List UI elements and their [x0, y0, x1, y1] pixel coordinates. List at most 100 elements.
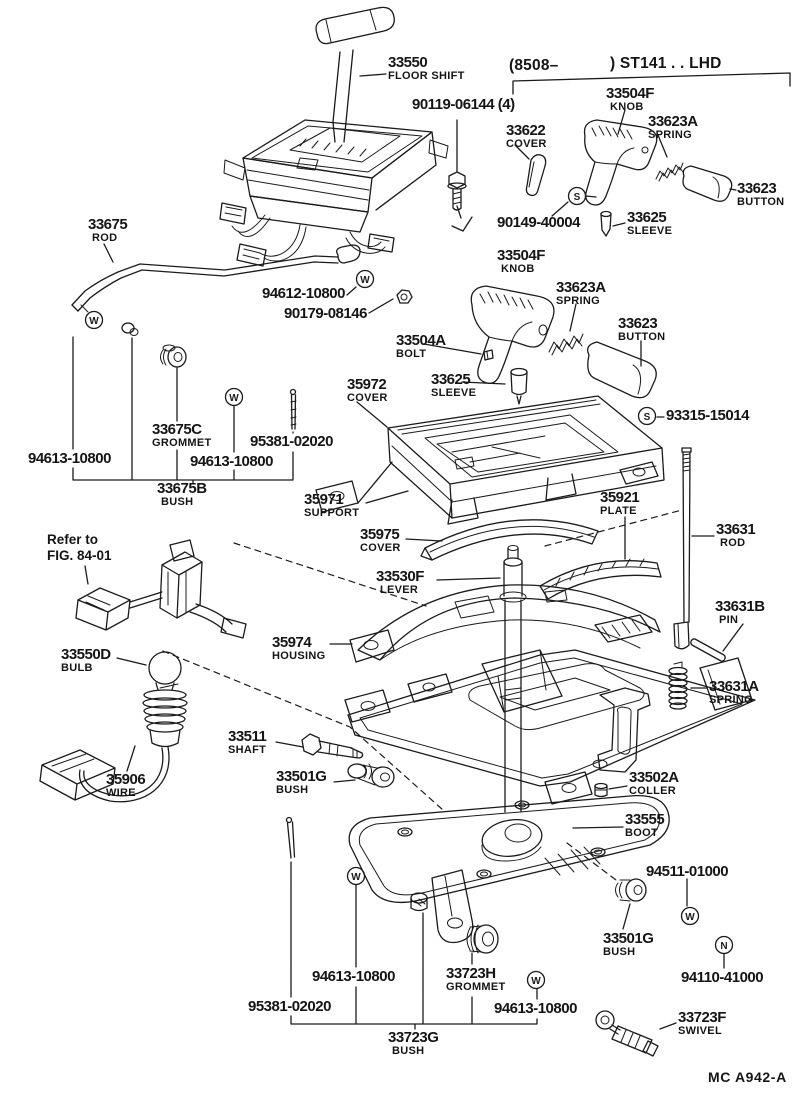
floor-shift-assembly-drawing: [219, 6, 449, 267]
sleeve-33625-drawing: [510, 367, 528, 405]
knob-drawing-upper: [583, 119, 658, 206]
screw-symbol: S: [567, 186, 587, 206]
washer-symbol: W: [680, 906, 700, 926]
part-label-94613-bottom-right: 94613-10800: [494, 1000, 577, 1017]
spring-drawing-upper: [655, 162, 684, 182]
grommet-33723H-drawing: [466, 924, 499, 954]
header-model-code: ) ST141 . . LHD: [610, 55, 722, 72]
bush-small-drawing: [410, 892, 428, 912]
header-date-range: (8508–: [509, 57, 559, 74]
svg-text:W: W: [351, 872, 361, 883]
part-label-95381-bottom: 95381-02020: [248, 998, 331, 1015]
grommet-33675C-drawing: [160, 344, 187, 368]
pin-95381-bottom-drawing: [285, 816, 296, 859]
rod-33675-drawing: [71, 244, 361, 313]
spring-drawing-lower: [548, 333, 584, 356]
knob-drawing-lower: [470, 285, 555, 385]
svg-text:S: S: [574, 192, 581, 203]
bracket-lines: [72, 336, 538, 1030]
part-label-94613-bottom-left: 94613-10800: [312, 968, 395, 985]
leader-lines: [84, 73, 744, 1030]
shift-shaft-drawing: [504, 599, 522, 813]
bolt-90119-drawing: [447, 171, 467, 211]
part-label-90149: 90149-40004: [497, 214, 580, 231]
rod-33631-drawing: [673, 447, 692, 650]
svg-text:S: S: [644, 412, 651, 423]
plate-35921-drawing: [539, 558, 662, 600]
nut-symbol: N: [714, 935, 734, 955]
screw-symbol: S: [637, 406, 657, 426]
bush-33501G-bottom-drawing: [615, 878, 647, 902]
wire-35906-drawing: [78, 746, 170, 803]
button-drawing-upper: [682, 165, 733, 202]
clip-nut-drawing: [121, 322, 139, 336]
part-label-94511: 94511-01000: [646, 863, 729, 880]
pin-33631B-drawing: [690, 638, 726, 662]
screw-95381-mid-drawing: [289, 388, 297, 430]
washer-symbol: W: [84, 310, 104, 330]
part-label-90179: 90179-08146: [284, 305, 367, 322]
cover-35975-drawing: [420, 519, 599, 561]
part-label-95381-mid: 95381-02020: [250, 433, 333, 450]
bush-33501G-left-drawing: [347, 763, 395, 788]
bulb-drawing: [142, 651, 188, 748]
nut-90179-drawing: [396, 289, 413, 304]
part-label-94612: 94612-10800: [262, 285, 345, 302]
washer-symbol: W: [224, 387, 244, 407]
boot-33555-drawing: [348, 794, 670, 944]
header-bracket: [512, 72, 791, 95]
cover-33622-drawing: [525, 154, 547, 197]
washer-symbol: W: [355, 269, 375, 289]
lever-33530F-drawing: [499, 545, 527, 603]
shaft-33511-drawing: [301, 733, 364, 759]
spring-33631A-drawing: [668, 661, 688, 710]
svg-text:W: W: [685, 912, 695, 923]
part-label-90119: 90119-06144 (4): [412, 96, 515, 113]
document-code: MC A942-A: [708, 1069, 787, 1085]
wire-connector-drawing: [39, 749, 116, 801]
part-label-93315: 93315-15014: [666, 407, 749, 424]
button-drawing-lower: [586, 341, 657, 399]
support-35971-drawing: [315, 461, 659, 525]
part-label-94613-left: 94613-10800: [28, 450, 111, 467]
dashed-alignment-lines: [162, 509, 683, 881]
sleeve-drawing-upper: [600, 210, 612, 237]
part-label-94613-mid: 94613-10800: [190, 453, 273, 470]
swivel-33723F-drawing: [595, 1010, 659, 1057]
washer-symbol: W: [346, 866, 366, 886]
svg-text:W: W: [89, 316, 99, 327]
svg-text:W: W: [531, 976, 541, 987]
svg-text:N: N: [720, 941, 727, 952]
